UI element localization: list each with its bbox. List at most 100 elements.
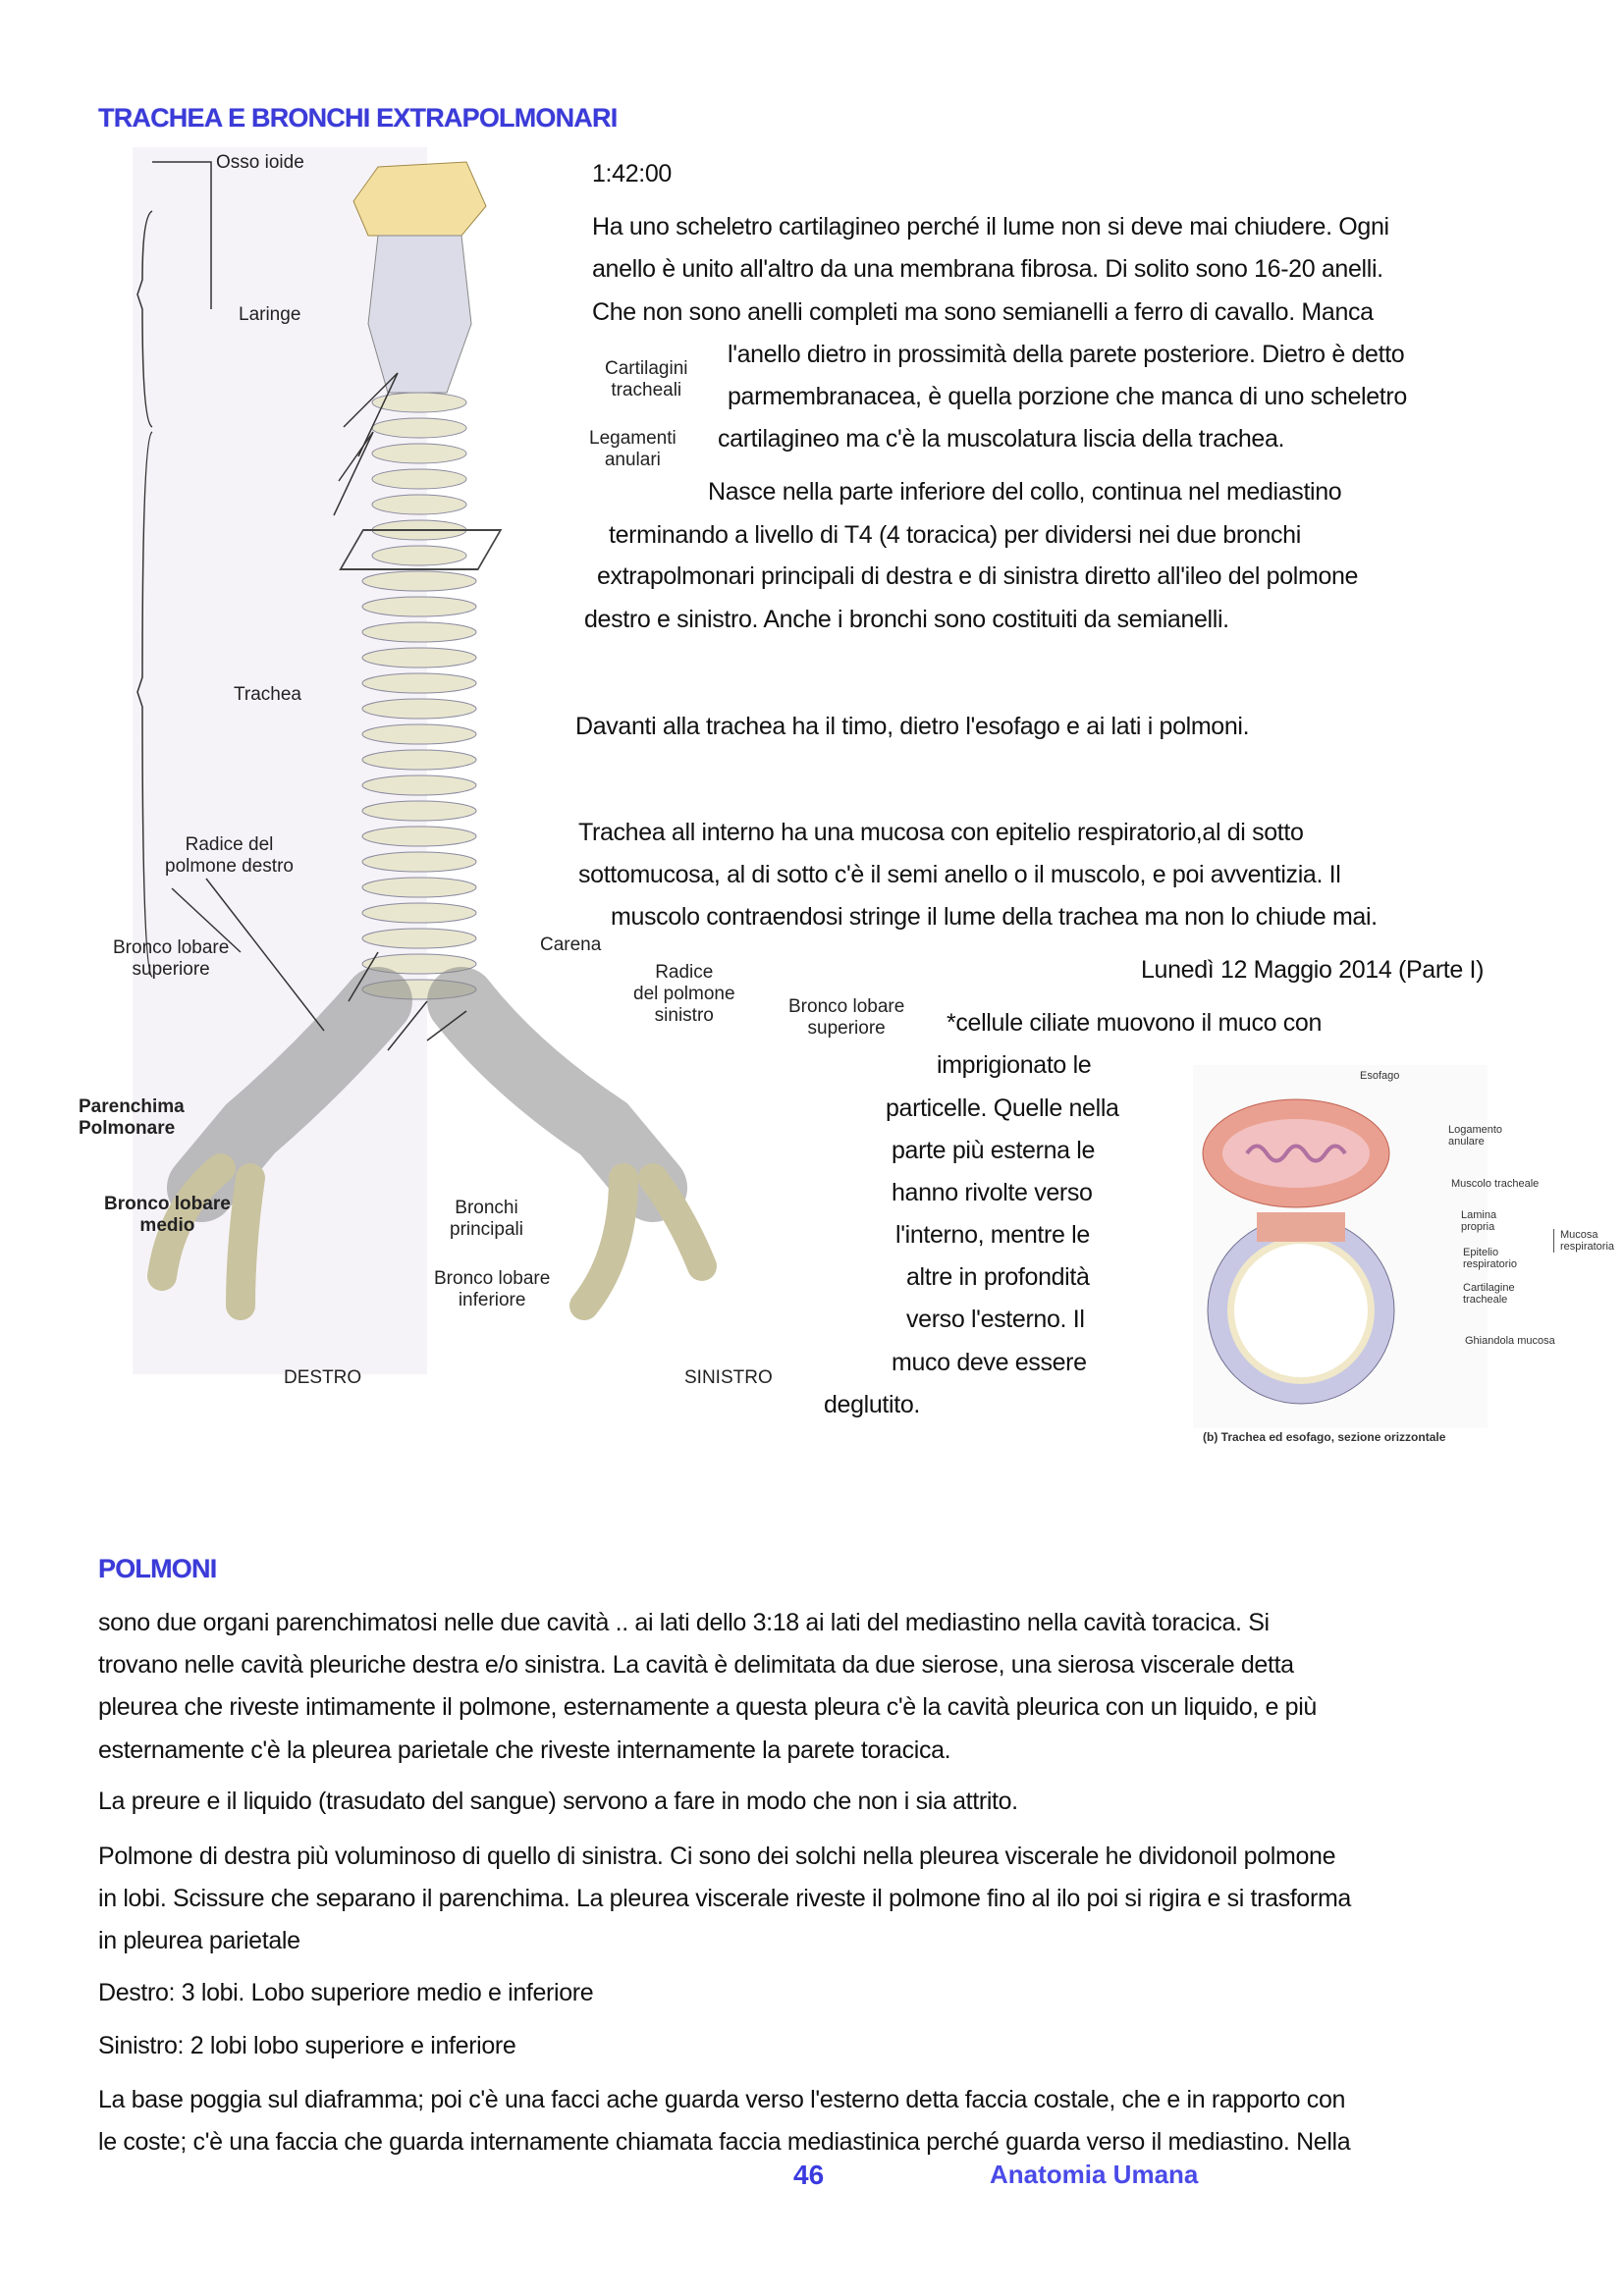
body-text-line: cartilagineo ma c'è la muscolatura lisci… xyxy=(718,425,1285,453)
body-text-line: terminando a livello di T4 (4 toracica) … xyxy=(609,521,1301,549)
body-text-line: Trachea all interno ha una mucosa con ep… xyxy=(578,819,1304,846)
body-text-line: l'anello dietro in prossimità della pare… xyxy=(728,341,1405,368)
label-line: principali xyxy=(450,1219,523,1240)
label-carena: Carena xyxy=(540,934,602,955)
body-text-line: in pleurea parietale xyxy=(98,1927,300,1954)
body-text-line: verso l'esterno. Il xyxy=(906,1306,1085,1333)
body-text-line: Destro: 3 lobi. Lobo superiore medio e i… xyxy=(98,1979,594,2006)
tracheal-ring xyxy=(371,468,467,490)
body-text-line: parmembranacea, è quella porzione che ma… xyxy=(728,383,1407,410)
body-text-line: sono due organi parenchimatosi nelle due… xyxy=(98,1609,1270,1636)
page-number: 46 xyxy=(793,2160,825,2190)
tracheal-ring xyxy=(371,392,467,413)
label-line: Bronchi xyxy=(455,1198,518,1218)
body-text-line: muscolo contraendosi stringe il lume del… xyxy=(611,903,1378,931)
tracheal-rings xyxy=(361,392,477,1000)
label-line: Bronco lobare xyxy=(788,996,905,1017)
label-line: inferiore xyxy=(458,1290,526,1310)
label-line: polmone destro xyxy=(165,856,294,877)
label-trachea: Trachea xyxy=(234,684,301,705)
trachea-bronchi-illustration xyxy=(133,147,717,1374)
footer-title: Anatomia Umana xyxy=(990,2160,1199,2189)
body-text-line: *cellule ciliate muovono il muco con xyxy=(947,1009,1323,1037)
label-line: Bronco lobare xyxy=(113,937,230,958)
body-text-line: esternamente c'è la pleurea parietale ch… xyxy=(98,1736,951,1764)
label-line: superiore xyxy=(807,1018,886,1039)
body-text-line: La base poggia sul diaframma; poi c'è un… xyxy=(98,2086,1346,2113)
tracheal-ring xyxy=(361,647,477,668)
label-line: sinistro xyxy=(654,1005,714,1026)
tracheal-ring xyxy=(371,443,467,464)
tracheal-ring xyxy=(361,774,477,796)
label-line: Radice xyxy=(655,962,714,983)
trachea-esofago-section-illustration xyxy=(1193,1065,1488,1428)
body-text-line: l'interno, mentre le xyxy=(895,1221,1090,1249)
tracheal-ring xyxy=(361,877,477,898)
label-line: respiratorio xyxy=(1463,1258,1518,1270)
label-line: Epitelio xyxy=(1463,1247,1499,1258)
label-laringe: Laringe xyxy=(239,304,301,325)
tracheal-ring xyxy=(361,672,477,694)
figure-caption: (b) Trachea ed esofago, sezione orizzont… xyxy=(1203,1430,1446,1444)
label-line: respiratoria xyxy=(1560,1241,1615,1253)
body-text-line: imprigionato le xyxy=(937,1051,1092,1079)
label-line: Polmonare xyxy=(79,1118,176,1139)
label-line: superiore xyxy=(132,959,210,980)
body-text-line: Ha uno scheletro cartilagineo perché il … xyxy=(592,213,1389,240)
body-text-line: La preure e il liquido (trasudato del sa… xyxy=(98,1788,1018,1815)
body-text-line: Lunedì 12 Maggio 2014 (Parte I) xyxy=(1141,956,1485,984)
body-text-line: sottomucosa, al di sotto c'è il semi ane… xyxy=(578,861,1341,888)
label-line: Bronco lobare xyxy=(104,1194,231,1214)
tracheal-ring xyxy=(361,902,477,924)
label-esofago: Esofago xyxy=(1360,1070,1400,1082)
body-text-line: Davanti alla trachea ha il timo, dietro … xyxy=(575,713,1250,740)
body-text-line: extrapolmonari principali di destra e di… xyxy=(597,562,1359,590)
body-text-line: Polmone di destra più voluminoso di quel… xyxy=(98,1842,1336,1870)
label-line: Cartilagine xyxy=(1463,1282,1515,1294)
body-text-line: pleurea che riveste intimamente il polmo… xyxy=(98,1693,1317,1721)
tracheal-ring xyxy=(371,417,467,439)
label-line: propria xyxy=(1461,1221,1495,1233)
label-line: Legamenti xyxy=(589,428,677,449)
label-line: Cartilagini xyxy=(605,358,688,379)
label-muscolo-tracheale: Muscolo tracheale xyxy=(1451,1178,1540,1190)
label-osso-ioide: Osso ioide xyxy=(216,152,304,173)
label-destro: DESTRO xyxy=(284,1367,362,1388)
body-text-line: particelle. Quelle nella xyxy=(886,1095,1119,1122)
tracheal-ring xyxy=(361,723,477,745)
label-line: Radice del xyxy=(185,834,274,855)
tracheal-ring xyxy=(361,596,477,617)
tracheal-ring xyxy=(361,698,477,720)
section-heading-polmoni: POLMONI xyxy=(98,1554,217,1583)
tracheal-ring xyxy=(361,928,477,949)
tracheal-ring xyxy=(361,826,477,847)
section-heading-trachea: TRACHEA E BRONCHI EXTRAPOLMONARI xyxy=(98,103,618,133)
label-line: anulare xyxy=(1448,1136,1485,1148)
tracheal-ring xyxy=(361,800,477,822)
label-line: Parenchima xyxy=(79,1096,185,1117)
larynx-shape xyxy=(352,161,487,394)
body-text-line: hanno rivolte verso xyxy=(892,1179,1093,1206)
label-line: Lamina xyxy=(1461,1209,1497,1221)
label-line: tracheale xyxy=(1463,1294,1508,1306)
body-text-line: Che non sono anelli completi ma sono sem… xyxy=(592,298,1374,326)
tracheal-ring xyxy=(361,570,477,592)
body-text-line: le coste; c'è una faccia che guarda inte… xyxy=(98,2128,1351,2156)
tracheal-ring xyxy=(371,494,467,515)
label-line: del polmone xyxy=(633,984,735,1004)
tracheal-ring xyxy=(361,953,477,975)
tracheal-ring xyxy=(361,851,477,873)
